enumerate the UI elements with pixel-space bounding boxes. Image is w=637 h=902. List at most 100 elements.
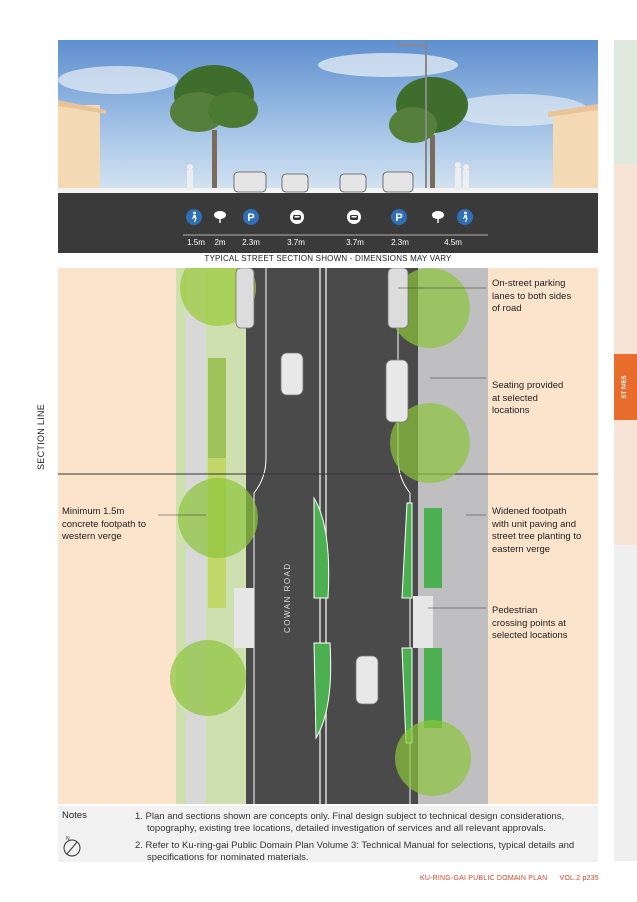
pedestrian-icon [186, 209, 202, 225]
building-roof-left [58, 100, 106, 114]
callout-line: Seating provided [492, 380, 564, 391]
callout-crossing: Pedestrian crossing points at selected l… [492, 605, 568, 643]
footer: KU-RING-GAI PUBLIC DOMAIN PLAN VOL.2 p23… [420, 875, 599, 882]
note-line: 1. Plan and sections shown are concepts … [135, 811, 565, 822]
tree-canopy [395, 720, 471, 796]
lane-line [253, 268, 267, 804]
car-icon [346, 209, 362, 225]
tree-trunk-right [430, 135, 435, 193]
callout-line: selected locations [492, 630, 568, 641]
dimension-label: 4.5m [444, 238, 462, 247]
callout-line: with unit paving and [492, 518, 576, 530]
car-silhouette [382, 171, 414, 193]
building-left [58, 105, 100, 190]
western-planting [208, 358, 226, 468]
note-item: 2. Refer to Ku-ring-gai Public Domain Pl… [135, 840, 595, 864]
callout-line: locations [492, 405, 530, 416]
side-tab-1 [614, 40, 637, 164]
callout-line: lanes to both sides [492, 290, 572, 302]
dimension-label: 1.5m [187, 238, 205, 247]
side-tab-2 [614, 164, 637, 354]
tree-icon [430, 209, 446, 225]
callout-eastern-footpath: Widened footpath with unit paving and st… [492, 506, 581, 556]
street-section-illustration [58, 40, 598, 253]
light-pole [425, 44, 427, 194]
car-silhouette [339, 173, 367, 193]
plan-view: COWAN ROAD On-street parking lanes to bo… [58, 268, 598, 804]
car-silhouette [281, 173, 309, 193]
tree-canopy-left [208, 92, 258, 128]
svg-text:P: P [247, 212, 254, 224]
side-tab-5 [614, 545, 637, 861]
tree-canopy [390, 403, 470, 483]
callout-line: Widened footpath [492, 506, 567, 517]
road-surface [246, 268, 418, 804]
callout-line: On-street parking [492, 278, 566, 289]
dimension-label: 2m [214, 238, 226, 247]
tree-canopy-right [389, 107, 437, 143]
kerb-level [58, 188, 598, 196]
tree-canopy [178, 478, 258, 558]
callout-line: eastern verge [492, 543, 551, 555]
dimension-label: 3.7m [287, 238, 305, 247]
tree-trunk-left [212, 130, 217, 192]
footer-title: KU-RING-GAI PUBLIC DOMAIN PLAN [420, 875, 548, 882]
pedestrian-figure [455, 162, 461, 168]
building-roof-right [548, 104, 598, 117]
note-item: 1. Plan and sections shown are concepts … [135, 811, 595, 835]
cloud [58, 66, 178, 94]
side-tab-label: ST IVES [622, 375, 628, 399]
callout-line: street tree planting to [492, 531, 582, 542]
car-plan [355, 655, 379, 705]
parking-icon: P [391, 209, 407, 225]
dimension-label: 2.3m [391, 238, 409, 247]
callout-line: concrete footpath to [62, 518, 146, 530]
parked-car [387, 268, 409, 329]
note-line: topography, existing tree locations, det… [147, 823, 547, 834]
callout-seating: Seating provided at selected locations [492, 380, 563, 418]
cloud [318, 53, 458, 77]
tree-canopy [170, 640, 246, 716]
pedestrian-figure [463, 164, 469, 170]
svg-text:P: P [395, 212, 402, 224]
dimension-label: 3.7m [346, 238, 364, 247]
callout-parking: On-street parking lanes to both sides of… [492, 278, 571, 316]
kerb-blister [401, 502, 413, 599]
light-arm [398, 44, 426, 46]
parked-car [235, 268, 255, 329]
callout-line: of road [492, 303, 522, 314]
callout-line: Pedestrian [492, 605, 538, 616]
pedestrian-crossing [234, 588, 254, 648]
notes-label: Notes [62, 810, 87, 821]
pedestrian-crossing [413, 596, 433, 648]
car-silhouette [233, 171, 267, 193]
callout-line: western verge [62, 531, 122, 542]
section-caption: TYPICAL STREET SECTION SHOWN - DIMENSION… [204, 254, 452, 263]
car-plan [385, 359, 409, 423]
note-line: 2. Refer to Ku-ring-gai Public Domain Pl… [135, 840, 575, 851]
eastern-planting [424, 648, 442, 728]
pedestrian-figure [187, 170, 193, 190]
callout-line: crossing points at [492, 617, 566, 629]
pedestrian-figure [463, 170, 469, 190]
plan-graphic: COWAN ROAD [58, 268, 598, 804]
tree-icon [212, 209, 228, 225]
pedestrian-figure [187, 164, 193, 170]
side-tab-st-ives[interactable]: ST IVES [614, 354, 637, 420]
callout-western-footpath: Minimum 1.5m concrete footpath to wester… [62, 506, 146, 544]
road-name: COWAN ROAD [283, 562, 292, 633]
section-line-label: SECTION LINE [36, 403, 46, 470]
note-line: specifications for nominated materials. [147, 852, 309, 863]
road-band [58, 193, 598, 253]
dimension-label: 2.3m [242, 238, 260, 247]
car-plan [280, 352, 304, 396]
building-right [553, 110, 598, 190]
svg-text:N: N [66, 836, 70, 842]
eastern-planting [424, 508, 442, 588]
footer-page: VOL.2 p235 [559, 875, 599, 882]
street-section-graphic [58, 40, 598, 253]
north-arrow-icon: N [62, 834, 82, 863]
pedestrian-figure [455, 168, 461, 190]
callout-line: Minimum 1.5m [62, 506, 125, 517]
parking-icon: P [243, 209, 259, 225]
